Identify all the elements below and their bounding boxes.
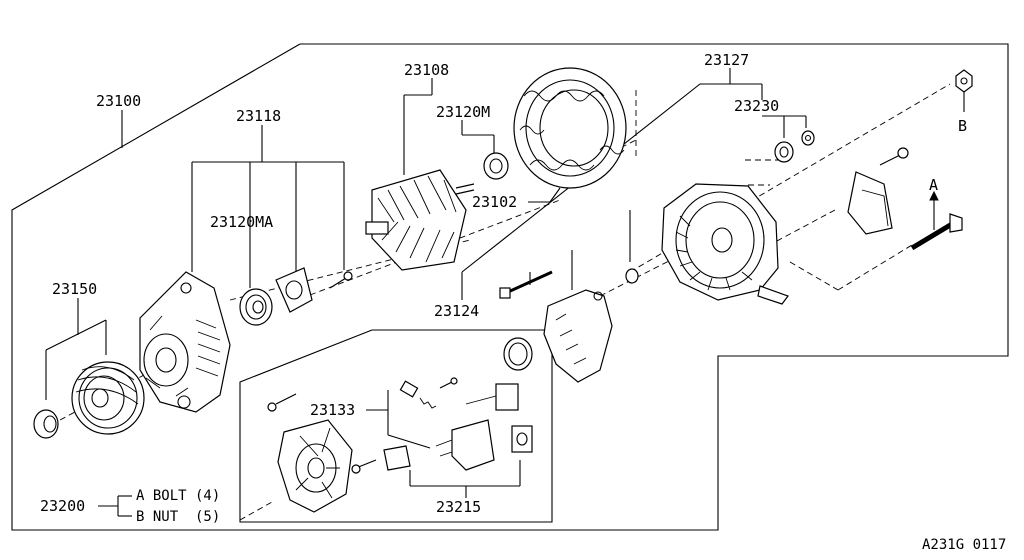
nut-b: [955, 69, 973, 93]
label-23120ma: 23120MA: [210, 213, 273, 231]
label-ref-b-top: B: [958, 117, 967, 135]
plate-screw: [351, 459, 377, 474]
pulley-nut: [33, 409, 59, 439]
label-23230: 23230: [734, 97, 779, 115]
assembly-boundary: [11, 43, 1009, 531]
bracket-screw: [879, 147, 909, 166]
label-23100: 23100: [96, 92, 141, 110]
brush-holder-screw: [267, 393, 297, 412]
label-23133: 23133: [310, 401, 355, 419]
retainer-screw: [329, 271, 353, 289]
terminal-nut: [801, 130, 815, 146]
label-23108: 23108: [404, 61, 449, 79]
rear-housing-boundary: [461, 83, 762, 273]
brush-spring: [399, 380, 437, 409]
brush-kit-boundary: [239, 329, 553, 523]
regulator-bracket: [847, 171, 893, 235]
rotor: [365, 169, 475, 271]
rectifier: [543, 289, 613, 383]
label-23215: 23215: [436, 498, 481, 516]
label-kit-a: A BOLT (4): [136, 488, 220, 504]
front-housing: [139, 271, 231, 413]
label-23124: 23124: [434, 302, 479, 320]
drawing-code: A231G 0117: [922, 537, 1006, 553]
label-23120m: 23120M: [436, 103, 490, 121]
rectifier-bolt: [499, 270, 553, 299]
label-23150: 23150: [52, 280, 97, 298]
retainer-plate: [275, 267, 313, 313]
through-bolt-a: [910, 213, 963, 251]
label-ref-a: A: [929, 176, 938, 194]
terminal-connector: [465, 383, 519, 411]
front-bearing: [239, 288, 273, 326]
label-23118: 23118: [236, 107, 281, 125]
seal-ring: [503, 337, 533, 371]
pulley: [71, 361, 145, 435]
rear-housing: [661, 183, 789, 305]
bushing: [774, 141, 794, 163]
stator: [513, 67, 627, 189]
rectifier-nut: [625, 268, 639, 284]
label-kit-b: B NUT (5): [136, 509, 220, 525]
brush-holder: [435, 419, 495, 471]
brush-screw-small: [439, 377, 458, 389]
label-23127: 23127: [704, 51, 749, 69]
rear-bearing: [483, 152, 509, 180]
rear-cover: [277, 419, 353, 513]
brush-plate: [383, 445, 411, 471]
regulator-terminal: [511, 425, 533, 453]
label-23200: 23200: [40, 497, 85, 515]
label-23102: 23102: [472, 193, 517, 211]
